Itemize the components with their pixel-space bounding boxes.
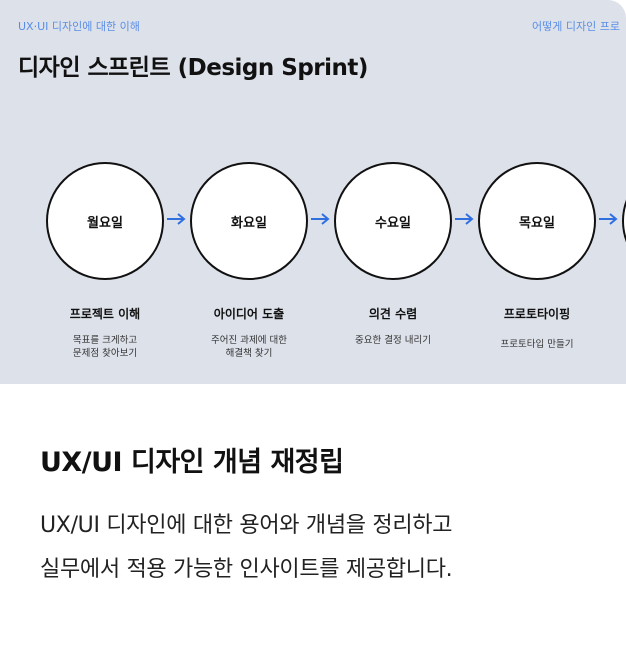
day-circle-wednesday: 수요일 [334, 162, 452, 280]
step-title: 아이디어 도출 [213, 307, 285, 321]
step-title: 프로토타이핑 [503, 307, 571, 321]
card-description: UX/UI 디자인에 대한 용어와 개념을 정리하고 실무에서 적용 가능한 인… [40, 513, 453, 582]
day-circle-friday [622, 162, 626, 280]
day-label: 화요일 [231, 215, 267, 231]
hero-banner: UX·UI 디자인에 대한 이해 어떻게 디자인 프로 디자인 스프린트 (De… [0, 0, 626, 384]
step-description: 프로토타입 만들기 [500, 339, 574, 350]
step-title: 프로젝트 이해 [69, 307, 141, 321]
breadcrumb: UX·UI 디자인에 대한 이해 [18, 20, 140, 33]
day-circle-monday: 월요일 [46, 162, 164, 280]
day-circle-tuesday: 화요일 [190, 162, 308, 280]
breadcrumb-next: 어떻게 디자인 프로 [532, 20, 620, 33]
arrow-right-icon [310, 212, 330, 226]
step-description: 중요한 결정 내리기 [355, 335, 431, 346]
step-title: 의견 수렴 [368, 307, 418, 321]
arrow-right-icon [166, 212, 186, 226]
day-label: 목요일 [519, 215, 555, 231]
step-description: 주어진 과제에 대한 해결책 찾기 [211, 335, 287, 359]
day-circle-thursday: 목요일 [478, 162, 596, 280]
step-description: 목표를 크게하고 문제점 찾아보기 [72, 335, 138, 359]
day-label: 수요일 [375, 215, 411, 231]
day-label: 월요일 [87, 215, 123, 231]
arrow-right-icon [598, 212, 618, 226]
card-title: UX/UI 디자인 개념 재정립 [40, 447, 344, 478]
hero-title: 디자인 스프린트 (Design Sprint) [18, 55, 368, 81]
arrow-right-icon [454, 212, 474, 226]
